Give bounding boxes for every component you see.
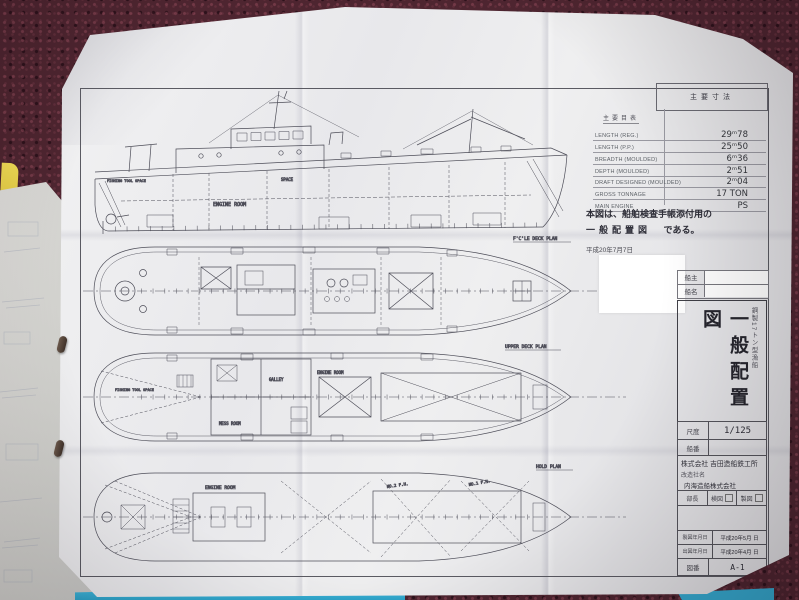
issued-date-value: 平成20年4月 日 (720, 549, 759, 556)
row-value: 17 TON (716, 189, 748, 200)
note-title: 一般配置図 (586, 225, 652, 235)
approval-label: 部長 (686, 496, 699, 503)
hold-engine-room-label: ENGINE ROOM (205, 485, 236, 491)
approval-row: 部長 検図 製図 (677, 490, 767, 506)
faint-drawing-marks (0, 221, 45, 583)
note-line2: 一般配置図 である。 (586, 223, 768, 236)
row-label: DEPTH (MOULDED) (595, 168, 650, 175)
row-value: 2ᵐ04 (726, 177, 748, 188)
approval-label: 検図 (711, 496, 724, 503)
particulars-row: MAIN ENGINE PS (593, 200, 766, 213)
particulars-row: DEPTH (MOULDED) 2ᵐ51 (593, 165, 766, 177)
upper-deck-plan: FISHING TOOL SPACE GALLEY ENGINE ROOM ME… (83, 344, 626, 442)
particulars-row: DRAFT DESIGNED (MOULDED) 2ᵐ04 (593, 177, 766, 189)
scale-row: 尺度 1/125 (677, 421, 767, 440)
row-label: LENGTH (REG.) (595, 132, 639, 139)
hold-caption: HOLD PLAN (536, 464, 561, 470)
row-value: 2ᵐ51 (726, 165, 748, 176)
ship-name-row: 船名 (678, 284, 768, 297)
issued-date-label: 出図年月日 (678, 545, 713, 558)
drawing-number-value: A-1 (730, 562, 745, 572)
particulars-row: LENGTH (P.P.) 25ᵐ50 (593, 141, 766, 153)
stamp-square (754, 494, 763, 502)
fcle-caption: F'C'LE DECK PLAN (513, 236, 557, 242)
particulars-row: GROSS TONNAGE 17 TON (593, 188, 766, 201)
title-block: 一般配置図 鋼製17トン型漁船 尺度 1/125 船番 株式会社 吉田造船鉄工所… (677, 300, 767, 576)
scale-value: 1/125 (723, 425, 752, 436)
approval-cell-draft: 製図 (737, 491, 766, 505)
upper-caption: UPPER DECK PLAN (505, 344, 547, 350)
row-value: 29ᵐ78 (721, 129, 748, 140)
drawing-frame: ENGINE ROOM SPACE FISHING TOOL SPACE (80, 83, 769, 577)
redaction-box (599, 255, 685, 313)
drawing-title-box: 一般配置図 鋼製17トン型漁船 (677, 300, 767, 422)
profile-engine-room-label: ENGINE ROOM (213, 202, 246, 208)
row-label: DRAFT DESIGNED (MOULDED) (595, 180, 681, 187)
particulars-row: LENGTH (REG.) 29ᵐ78 (593, 129, 766, 141)
drawn-date-value: 平成20年5月 日 (720, 535, 759, 542)
note-suffix: である。 (663, 225, 700, 235)
vessel-type: 鋼製17トン型漁船 (750, 307, 757, 369)
row-value: 6ᵐ36 (726, 153, 748, 164)
owner-row: 船主 (678, 271, 768, 285)
drawn-date-row: 製図年月日 平成20年5月 日 (677, 530, 767, 545)
drawing-sheet: ENGINE ROOM SPACE FISHING TOOL SPACE (59, 7, 793, 597)
hold-plan: ENGINE ROOM NO.2 F.H. NO.1 F.H. HOLD PLA… (83, 464, 626, 562)
upper-galley-label: GALLEY (269, 377, 284, 382)
row-value: PS (737, 201, 748, 212)
row-label: BREADTH (MOULDED) (595, 156, 658, 163)
fcle-deck-plan: F'C'LE DECK PLAN (83, 236, 626, 336)
profile-tool-space-label: FISHING TOOL SPACE (107, 179, 146, 183)
ship-number-row: 船番 (677, 439, 767, 456)
approval-label: 製図 (740, 496, 753, 503)
ship-name-label: 船名 (678, 284, 705, 297)
drawing-number-row: 図番 A-1 (677, 558, 767, 576)
hold-no1fh-label: NO.1 F.H. (468, 478, 490, 487)
drawn-date-label: 製図年月日 (678, 531, 713, 544)
table-divider (664, 109, 665, 205)
stamp-box: 主要寸法 (656, 83, 768, 111)
inspection-note: 本図は、船舶検査手帳添付用の 一般配置図 である。 平成20年7月7日 (586, 207, 768, 254)
note-date: 平成20年7月7日 (586, 247, 633, 254)
ship-name-value-redacted (705, 284, 768, 297)
particulars-table: 主要寸法 主要目表 LENGTH (REG.) 29ᵐ78 LENGTH (P.… (593, 83, 768, 213)
upper-tool-space-label: FISHING TOOL SPACE (115, 388, 154, 392)
stamp-area-blank (677, 505, 767, 531)
particulars-row: BREADTH (MOULDED) 6ᵐ36 (593, 153, 766, 165)
owner-label: 船主 (678, 271, 705, 284)
owner-value-redacted (705, 271, 768, 284)
builder-name: 株式会社 吉田造船鉄工所 (681, 461, 758, 468)
profile-space-label: SPACE (281, 177, 294, 182)
upper-mess-room-label: MESS ROOM (219, 421, 241, 426)
approval-cell-check: 検図 (708, 491, 738, 505)
particulars-title: 主要目表 (603, 113, 640, 124)
issued-date-row: 出図年月日 平成20年4月 日 (677, 544, 767, 559)
rebuilder-name: 内海造船株式会社 (684, 483, 736, 490)
drawing-title: 一般配置図 (700, 309, 749, 413)
row-value: 25ᵐ50 (721, 141, 748, 152)
note-line1: 本図は、船舶検査手帳添付用の (586, 209, 713, 219)
ship-arrangement-views: ENGINE ROOM SPACE FISHING TOOL SPACE (83, 90, 626, 562)
hold-no2fh-label: NO.2 F.H. (386, 481, 408, 489)
builder-box: 株式会社 吉田造船鉄工所 改造社名 内海造船株式会社 (677, 455, 767, 491)
stamp-square (725, 494, 734, 502)
rebuild-label: 改造社名 (681, 473, 706, 479)
row-label: LENGTH (P.P.) (595, 144, 635, 151)
drawing-number-label: 図番 (678, 559, 709, 575)
approval-cell-manager: 部長 (678, 491, 708, 505)
row-label: MAIN ENGINE (595, 204, 634, 211)
row-label: GROSS TONNAGE (595, 192, 646, 199)
ship-number-label: 船番 (678, 440, 709, 455)
profile-view: ENGINE ROOM SPACE FISHING TOOL SPACE (94, 90, 568, 234)
owner-table: 船主 船名 (677, 270, 769, 299)
ship-number-value (709, 440, 766, 455)
scale-label: 尺度 (678, 422, 709, 439)
upper-engine-room-label: ENGINE ROOM (317, 370, 344, 375)
